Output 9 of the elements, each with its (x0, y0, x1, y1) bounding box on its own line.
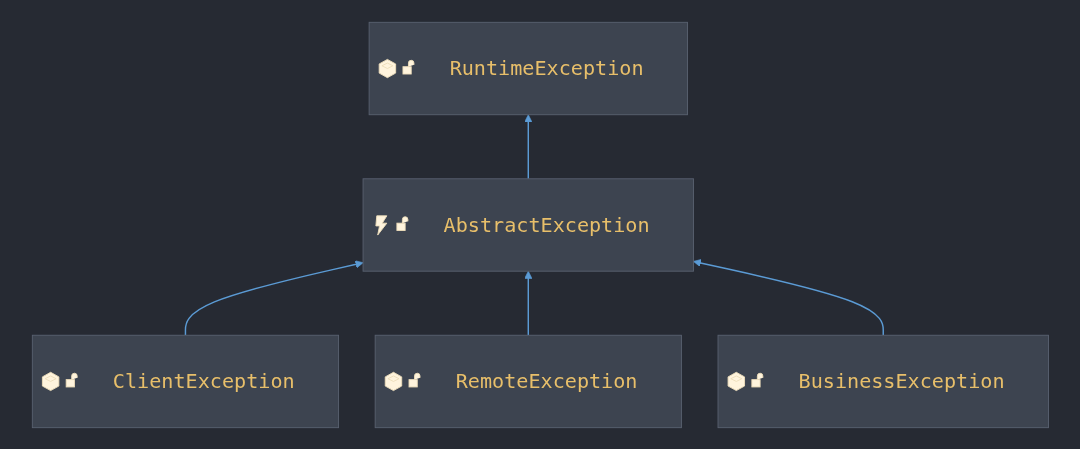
arrow (523, 270, 532, 336)
arrow (692, 258, 884, 336)
node-box: AbstractException (362, 177, 694, 272)
node-box: BusinessException (717, 334, 1049, 428)
node-box: RuntimeException (368, 21, 688, 115)
node-box: ClientException (31, 334, 339, 428)
node-box: RemoteException (374, 334, 682, 428)
arrow (184, 259, 363, 336)
arrow (523, 113, 532, 179)
